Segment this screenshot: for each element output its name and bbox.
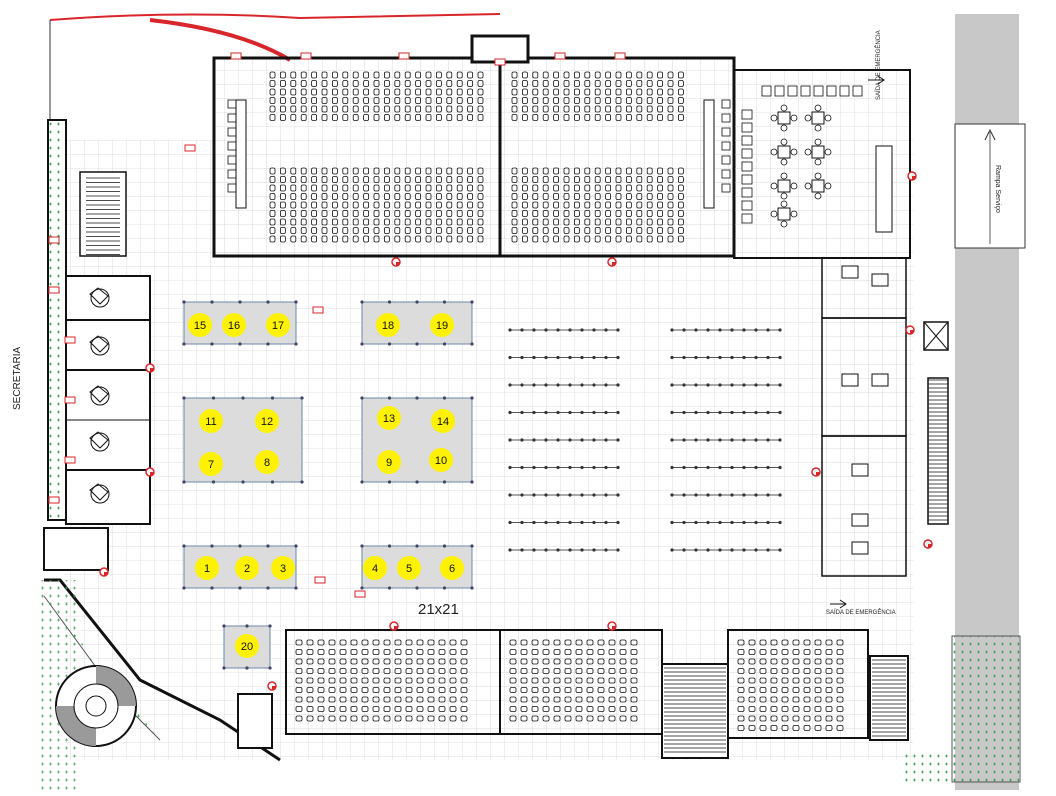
- booth-number: 19: [436, 320, 448, 332]
- booth-number: 4: [372, 563, 378, 575]
- booth-number: 14: [437, 416, 449, 428]
- booth-12[interactable]: 12: [255, 409, 279, 433]
- booth-3[interactable]: 3: [271, 556, 295, 580]
- booth-number: 17: [272, 320, 284, 332]
- bottom-right-room: [727, 629, 869, 739]
- booth-20[interactable]: 20: [235, 634, 259, 658]
- emergency-exit-bottom-label: SAÍDA DE EMERGÊNCIA: [826, 608, 896, 616]
- meeting-room-3: [821, 435, 907, 577]
- booth-number: 8: [264, 457, 270, 469]
- booth-number: 15: [194, 320, 206, 332]
- spiral-stair: [55, 665, 137, 747]
- booth-13[interactable]: 13: [377, 406, 401, 430]
- top-auditorium: [212, 56, 736, 258]
- top-auditorium-seats: [227, 71, 731, 243]
- meeting-furniture: [841, 265, 889, 555]
- meeting-room-2: [821, 317, 907, 437]
- booth-number: 16: [228, 320, 240, 332]
- booth-9[interactable]: 9: [377, 450, 401, 474]
- booth-11[interactable]: 11: [199, 409, 223, 433]
- emergency-exit-top-label: SAÍDA DE EMERGÊNCIA: [874, 30, 882, 100]
- grid-size-label: 21x21: [418, 601, 459, 618]
- booth-2[interactable]: 2: [235, 556, 259, 580]
- left-garden-strip: [47, 119, 67, 521]
- booth-number: 11: [205, 416, 216, 428]
- right-stairs: [927, 377, 949, 525]
- booth-8[interactable]: 8: [255, 450, 279, 474]
- booth-10[interactable]: 10: [429, 448, 453, 472]
- booth-17[interactable]: 17: [266, 313, 290, 337]
- booth-number: 6: [449, 563, 455, 575]
- booth-number: 13: [383, 413, 395, 425]
- booth-7[interactable]: 7: [199, 452, 223, 476]
- bottom-auditorium-seats: [295, 639, 638, 722]
- booth-19[interactable]: 19: [430, 313, 454, 337]
- secretaria-label: SECRETARIA: [12, 347, 23, 410]
- booth-number: 3: [280, 563, 286, 575]
- service-ramp-label: Rampa Serviço: [994, 165, 1001, 213]
- booth-1[interactable]: 1: [195, 556, 219, 580]
- booth-number: 5: [406, 563, 412, 575]
- booth-number: 18: [382, 320, 394, 332]
- booth-6[interactable]: 6: [440, 556, 464, 580]
- booth-4[interactable]: 4: [363, 556, 387, 580]
- booth-16[interactable]: 16: [222, 313, 246, 337]
- cafe-tables: [741, 85, 893, 233]
- fire-extinguishers: [48, 52, 933, 691]
- office-desks: [89, 287, 110, 504]
- booth-15[interactable]: 15: [188, 313, 212, 337]
- exhibition-rows: [508, 328, 782, 552]
- meeting-room-1: [821, 257, 907, 319]
- booth-number: 12: [261, 416, 273, 428]
- booth-5[interactable]: 5: [397, 556, 421, 580]
- booth-number: 20: [241, 641, 253, 653]
- booth-number: 9: [386, 457, 392, 469]
- booth-number: 7: [208, 459, 214, 471]
- booth-number: 2: [244, 563, 250, 575]
- booth-number: 10: [435, 455, 447, 467]
- booth-14[interactable]: 14: [431, 409, 455, 433]
- booth-number: 1: [204, 563, 210, 575]
- booth-18[interactable]: 18: [376, 313, 400, 337]
